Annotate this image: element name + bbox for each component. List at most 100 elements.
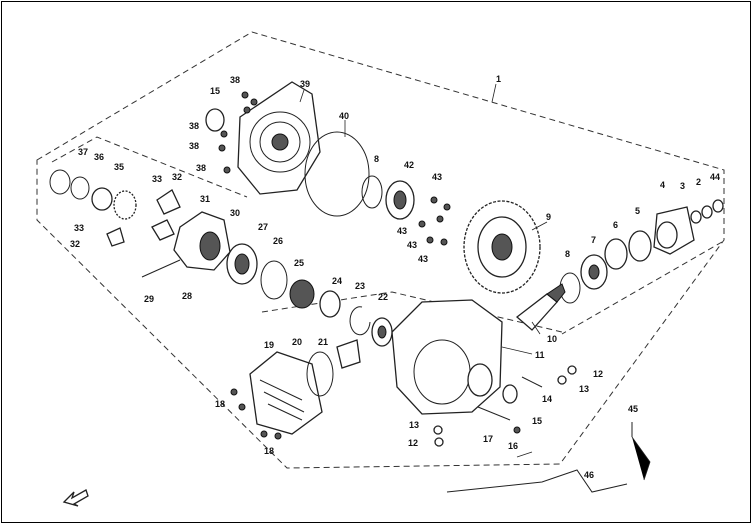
- callout-label: 28: [182, 291, 192, 301]
- rear-cover-part: [237, 81, 321, 195]
- leader-lines: [299, 83, 548, 458]
- callout-label: 33: [152, 174, 162, 184]
- callout-label: 38: [189, 141, 199, 151]
- callout-label: 38: [230, 75, 240, 85]
- spacer-part: [604, 238, 628, 270]
- callout-label: 10: [547, 334, 557, 344]
- callout-label: 15: [210, 86, 220, 96]
- callout-label: 5: [635, 206, 640, 216]
- callout-label: 23: [355, 281, 365, 291]
- callout-label: 43: [407, 240, 417, 250]
- callout-label: 9: [546, 212, 551, 222]
- subassembly-outline-right: [561, 241, 723, 335]
- clutch-spring-part: [289, 279, 315, 309]
- side-washer-part: [91, 187, 113, 211]
- collar-part: [319, 290, 341, 318]
- front-arrow-icon: [62, 489, 89, 507]
- callout-label: 33: [74, 223, 84, 233]
- bolt-set-part: [218, 91, 258, 174]
- callout-label: 32: [172, 172, 182, 182]
- washer-part: [690, 210, 702, 224]
- fill-plug-part: [433, 425, 443, 435]
- sensor-rod-part: [477, 406, 511, 421]
- actuator-bolts-part: [230, 388, 282, 440]
- side-gear-part: [113, 190, 137, 220]
- callout-label: 38: [189, 121, 199, 131]
- case-bearing-part: [226, 243, 258, 285]
- callout-label: 6: [613, 220, 618, 230]
- pinion-gear-part: [515, 283, 566, 331]
- gear-bolt-set-part: [418, 196, 451, 246]
- diff-case-part: [173, 211, 231, 271]
- callout-label: 39: [300, 79, 310, 89]
- callout-label: 8: [374, 154, 379, 164]
- breather-leader-line: [631, 436, 651, 481]
- callout-label: 46: [584, 470, 594, 480]
- thrust-washer-part: [70, 176, 90, 200]
- o-ring-part: [304, 131, 370, 217]
- callout-label: 16: [508, 441, 518, 451]
- seal-lower-part: [502, 384, 518, 404]
- callout-label: 8: [565, 249, 570, 259]
- callout-label: 4: [660, 180, 665, 190]
- callout-label: 7: [591, 235, 596, 245]
- cross-pin-part: [141, 259, 181, 278]
- callout-label: 42: [404, 160, 414, 170]
- callout-label: 14: [542, 394, 552, 404]
- callout-label: 36: [94, 152, 104, 162]
- subassembly-outline-left: [51, 136, 248, 198]
- oil-seal-part: [205, 108, 225, 132]
- circlip-part: [349, 306, 371, 336]
- callout-labels: 1 2 3 4 5 6 7 8 8 9 10 11 12 12 13 13 14…: [70, 74, 720, 480]
- callout-label: 18: [264, 446, 274, 456]
- fill-washer-part: [434, 437, 444, 447]
- drain-plug-part: [567, 365, 577, 375]
- callout-label: 45: [628, 404, 638, 414]
- main-housing-part: [391, 299, 503, 415]
- callout-label: 32: [70, 239, 80, 249]
- callout-label: 15: [532, 416, 542, 426]
- callout-label: 44: [710, 172, 720, 182]
- callout-label: 12: [593, 369, 603, 379]
- oil-seal-right-part: [628, 230, 652, 262]
- callout-label: 37: [78, 147, 88, 157]
- callout-label: 35: [114, 162, 124, 172]
- callout-label: 24: [332, 276, 342, 286]
- sensor-bolt-part: [513, 426, 521, 434]
- callout-label: 17: [483, 434, 493, 444]
- callout-label: 1: [496, 74, 501, 84]
- callout-label: 43: [418, 254, 428, 264]
- drain-washer-part: [557, 375, 567, 385]
- callout-label: 13: [409, 420, 419, 430]
- gasket-part: [306, 351, 334, 397]
- callout-label: 18: [215, 399, 225, 409]
- callout-label: 43: [397, 226, 407, 236]
- assembly-outline: [36, 31, 725, 469]
- callout-label: 31: [200, 194, 210, 204]
- callout-label: 20: [292, 337, 302, 347]
- shim-part: [49, 169, 71, 195]
- seal-small-part: [371, 317, 393, 347]
- callout-label: 29: [144, 294, 154, 304]
- lock-washer-part: [701, 205, 713, 219]
- callout-label: 3: [680, 181, 685, 191]
- callout-label: 22: [378, 292, 388, 302]
- breather-hose-part: [446, 469, 628, 493]
- nut-part: [712, 199, 724, 213]
- shift-fork-part: [336, 339, 361, 369]
- actuator-motor-part: [249, 351, 323, 435]
- snap-ring-part: [361, 175, 383, 209]
- callout-label: 12: [408, 438, 418, 448]
- callout-label: 27: [258, 222, 268, 232]
- pinion-mate-part: [106, 189, 181, 247]
- callout-label: 19: [264, 340, 274, 350]
- callout-label: 38: [196, 163, 206, 173]
- bearing-part: [385, 180, 415, 220]
- callout-label: 25: [294, 258, 304, 268]
- callout-label: 26: [273, 236, 283, 246]
- callout-label: 2: [696, 177, 701, 187]
- callout-label: 21: [318, 337, 328, 347]
- callout-label: 11: [535, 350, 545, 360]
